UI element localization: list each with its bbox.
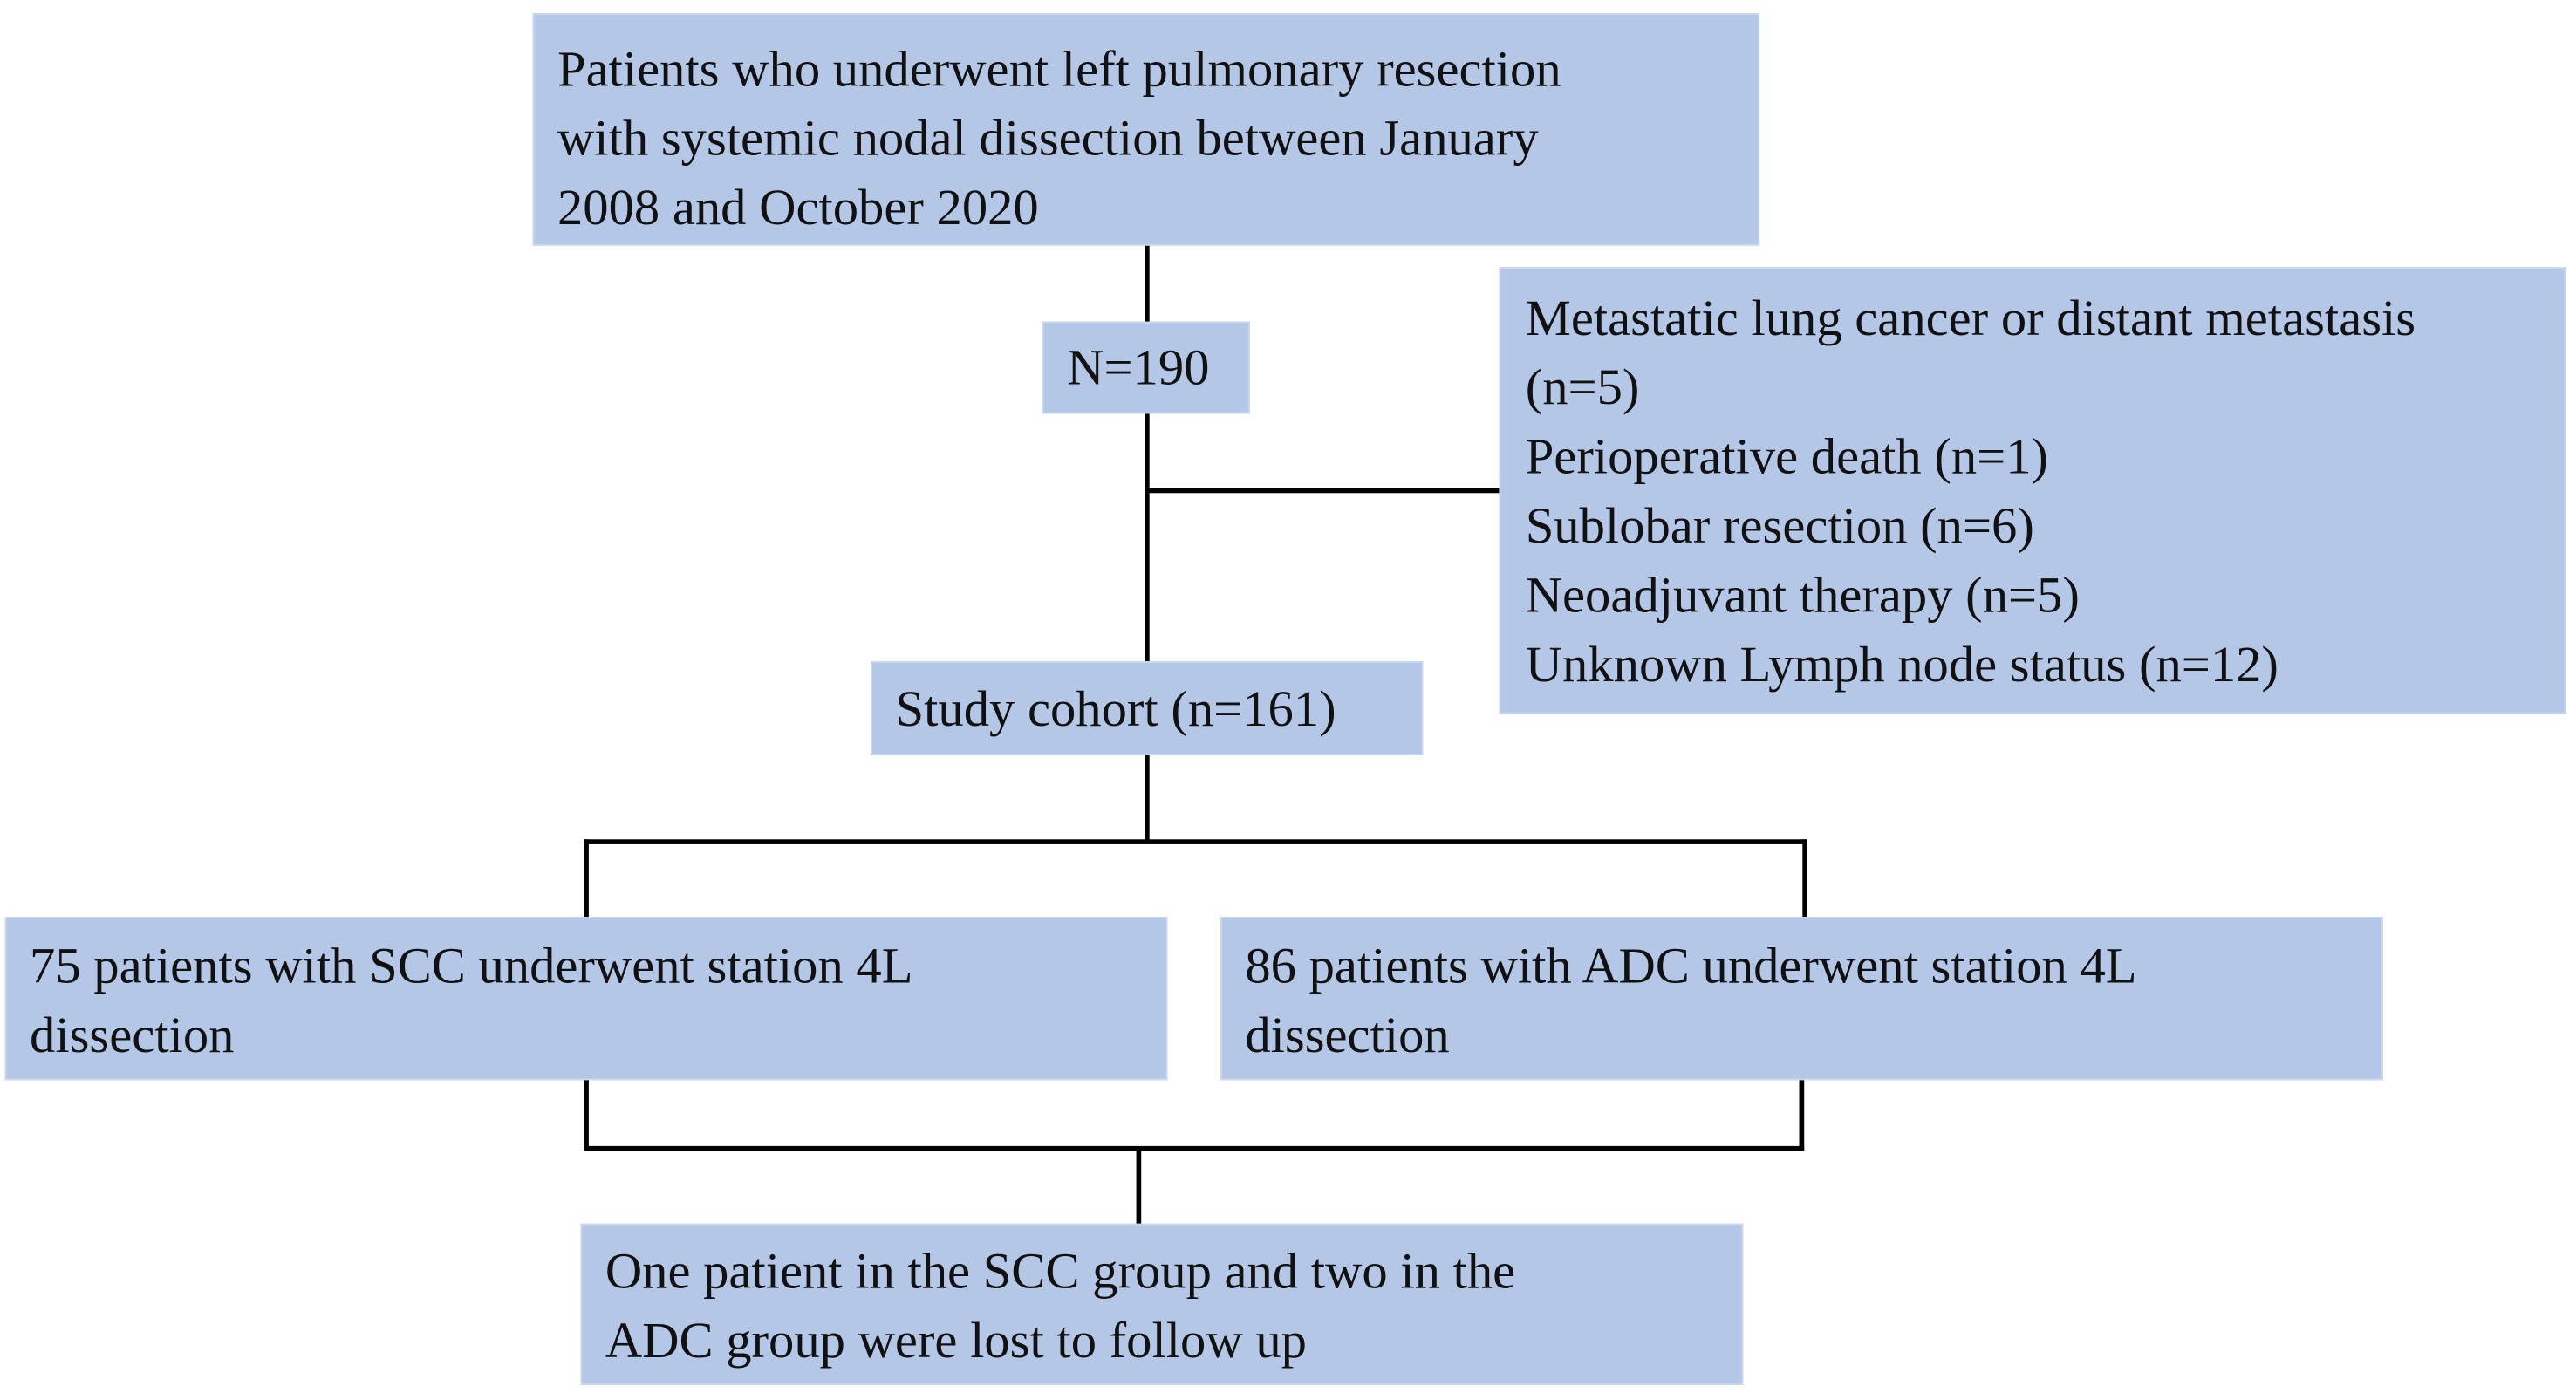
study-cohort-box: Study cohort (n=161) — [871, 661, 1424, 755]
exclusion-line-3: Perioperative death (n=1) — [1525, 427, 2049, 485]
followup-line-2: ADC group were lost to follow up — [605, 1310, 1307, 1369]
inclusion-line-2: with systemic nodal dissection between J… — [557, 108, 1539, 167]
exclusion-line-6: Unknown Lymph node status (n=12) — [1525, 634, 2279, 693]
adc-line-2: dissection — [1245, 1006, 1450, 1064]
connector-merge-right — [1799, 1078, 1805, 1151]
connector-split-right — [1802, 839, 1807, 919]
inclusion-line-1: Patients who underwent left pulmonary re… — [557, 39, 1561, 98]
total-count-box: N=190 — [1042, 321, 1250, 414]
connector-split-horizontal — [584, 839, 1807, 844]
adc-group-box: 86 patients with ADC underwent station 4… — [1220, 917, 2383, 1081]
connector-top-to-count — [1145, 243, 1150, 324]
connector-count-to-cohort — [1145, 412, 1150, 663]
exclusion-line-2: (n=5) — [1525, 358, 1640, 416]
connector-cohort-down — [1145, 753, 1150, 843]
connector-merge-horizontal — [584, 1145, 1805, 1151]
scc-group-box: 75 patients with SCC underwent station 4… — [4, 917, 1168, 1081]
lost-to-follow-up-box: One patient in the SCC group and two in … — [580, 1223, 1744, 1386]
exclusion-line-4: Sublobar resection (n=6) — [1525, 496, 2034, 555]
exclusion-line-1: Metastatic lung cancer or distant metast… — [1525, 288, 2416, 347]
inclusion-box: Patients who underwent left pulmonary re… — [532, 13, 1760, 246]
exclusion-box: Metastatic lung cancer or distant metast… — [1499, 267, 2566, 714]
inclusion-line-3: 2008 and October 2020 — [557, 178, 1039, 236]
connector-to-exclusion — [1145, 488, 1501, 494]
exclusion-line-5: Neoadjuvant therapy (n=5) — [1525, 565, 2080, 624]
adc-line-1: 86 patients with ADC underwent station 4… — [1245, 936, 2137, 994]
connector-split-left — [584, 839, 589, 919]
study-cohort-label: Study cohort (n=161) — [895, 679, 1336, 738]
total-count-label: N=190 — [1067, 338, 1210, 396]
followup-line-1: One patient in the SCC group and two in … — [605, 1241, 1516, 1300]
connector-merge-down — [1136, 1149, 1142, 1226]
connector-merge-left — [584, 1078, 589, 1151]
scc-line-2: dissection — [30, 1006, 235, 1064]
scc-line-1: 75 patients with SCC underwent station 4… — [30, 936, 913, 994]
